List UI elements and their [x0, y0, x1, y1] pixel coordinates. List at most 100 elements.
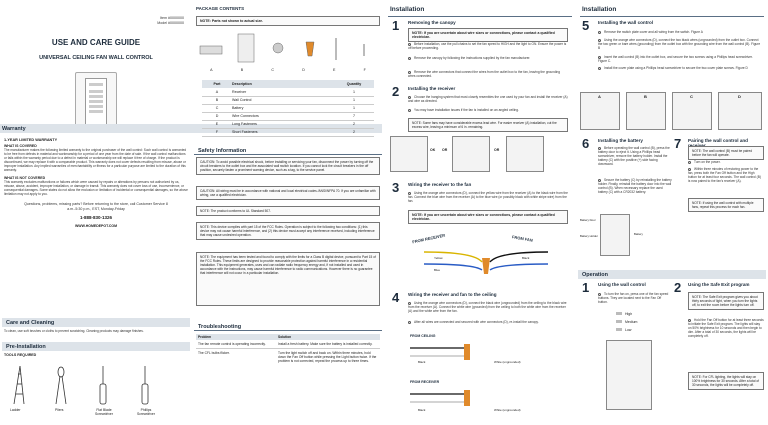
from-ceiling-label: FROM CEILING [410, 334, 436, 338]
speed-low[interactable]: Low [616, 326, 666, 334]
phillips-screwdriver-icon [141, 366, 149, 405]
wiring-diagram-fan: FROM RECEIVER FROM FAN Yellow Blue Black [404, 222, 568, 280]
warranty-heading: 1-YEAR LIMITED WARRANTY [4, 138, 58, 142]
op1-bullet-1: To turn the fan on, press one of the fan… [598, 292, 669, 304]
hanging-option-2 [452, 136, 490, 172]
step-title: Removing the canopy [408, 20, 456, 25]
step1-bullet-1: Before installation, use the pull chains… [408, 42, 567, 50]
col-description: Description [232, 82, 252, 86]
tool-label-pliers: Pliers [55, 408, 64, 412]
step3-bullet-1: Using the orange wire connectors (D), co… [408, 191, 568, 203]
step7-bullet-1: Turn on the power. [688, 160, 764, 164]
wiring-diagram-ceiling: FROM CEILING FROM RECEIVER Black White (… [404, 332, 568, 420]
troubleshooting-bar: Troubleshooting [194, 322, 382, 331]
guide-subtitle: UNIVERSAL CEILING FAN WALL CONTROL [39, 55, 153, 61]
step-number: 6 [582, 136, 590, 151]
part-letter: F [363, 68, 366, 72]
table-row: The CFL bulbs flicker.Turn the light swi… [198, 351, 377, 364]
col-problem: Problem [198, 335, 212, 339]
battery-diagram: Battery Door Battery Holder Battery [580, 212, 668, 258]
step5-bullet-1: Remove the switch plate cover and all wi… [598, 30, 762, 34]
speed-medium[interactable]: Medium [616, 318, 666, 326]
step2-bullet-1: Choose the hanging system that most clos… [408, 95, 568, 103]
label-battery: Battery [634, 232, 643, 236]
step-number: 3 [392, 180, 400, 195]
hanging-option-1 [390, 136, 428, 172]
wire-connector-icon [305, 41, 315, 57]
model-number: Model #0000000 [157, 21, 184, 25]
step-title: Wiring the receiver to the fan [408, 182, 472, 187]
tool-label-ladder: Ladder [10, 408, 21, 412]
installation-panel-2: Installation 5 Installing the wall contr… [576, 0, 768, 423]
figure-a: A [580, 92, 620, 130]
installation-header: Installation [388, 4, 572, 17]
wire-label-white: White (ungrounded) [494, 360, 521, 364]
tools-row: Ladder Pliers Flat Blade Screwdriver Phi… [4, 362, 188, 420]
step6-bullet-1: Before operating the wall control (B), p… [598, 146, 670, 166]
not-covered-heading: WHAT IS NOT COVERED [4, 175, 46, 180]
covered-text: The manufacturer makes the following lim… [4, 148, 187, 173]
item-number: Item #0000000 [160, 16, 184, 20]
questions-text: Questions, problems, missing parts? Befo… [24, 201, 168, 211]
safety-bar: Safety Information [194, 146, 382, 155]
cover-panel: Item #0000000 Model #0000000 USE AND CAR… [0, 0, 382, 423]
receiver-icon [199, 45, 223, 55]
ladder-icon [13, 365, 25, 405]
step-number: 7 [674, 136, 682, 151]
website[interactable]: WWW.HOMEDEPOT.COM [75, 224, 117, 229]
parts-illustration [199, 33, 365, 63]
from-receiver-label: FROM RECEIVER [410, 380, 440, 384]
package-note: NOTE: Parts not shown to actual size. [196, 16, 380, 26]
step-title: Installing the battery [598, 138, 643, 143]
wire-label-black: Black [418, 408, 426, 412]
hanging-systems-diagram: OK OR OR [390, 134, 570, 174]
safety-note-ul: NOTE: The product conforms to UL Standar… [196, 206, 380, 216]
step4-bullet-1: Using the orange wire connectors (D), co… [408, 301, 567, 313]
wire-illustration [423, 251, 549, 274]
safety-note-classb: NOTE: The equipment has been tested and … [196, 252, 380, 306]
step-title: Installing the wall control [598, 20, 654, 25]
ok-label: OK [430, 148, 436, 152]
col-solution: Solution [278, 335, 292, 339]
step5-bullet-4: Install the cover plate using a Phillips… [598, 66, 762, 70]
step-number: 5 [582, 18, 590, 33]
figure-c: C [672, 92, 712, 130]
op2-note: NOTE: The Safe Exit program gives you ab… [688, 292, 764, 310]
wall-control-image [75, 72, 117, 130]
step5-bullet-3: Insert the wall control (B) into the out… [598, 55, 753, 63]
wire-label-white: White (ungrounded) [494, 408, 521, 412]
safety-caution-1: CAUTION: To avoid possible electrical sh… [196, 157, 380, 175]
guide-title: USE AND CARE GUIDE [51, 38, 141, 47]
step-title: Wiring the receiver and fan to the ceili… [408, 292, 497, 297]
phone-number: 1-888-830-1326 [79, 215, 113, 221]
step5-figures: A B C D [580, 88, 764, 132]
part-letter: D [302, 68, 305, 72]
parts-images: A B C D E F [196, 30, 380, 76]
step1-bullet-3: Remove the wire connectors that connect … [408, 70, 561, 78]
part-letter: C [271, 68, 274, 72]
step4-bullet-2: After all wires are connected and secure… [408, 320, 568, 324]
tools-heading: TOOLS REQUIRED [4, 353, 37, 357]
step-title: Using the wall control [598, 282, 646, 287]
speed-high[interactable]: High [616, 310, 666, 318]
step6-bullet-2: Secure the battery (C) by reinstalling t… [598, 178, 672, 194]
step-number: 4 [392, 290, 400, 305]
warranty-bar: Warranty [0, 124, 382, 133]
step3-note: NOTE: If you are uncertain about wire si… [408, 210, 568, 224]
part-letter: E [333, 68, 336, 72]
safety-note-fcc: NOTE: This device complies with part 15 … [196, 222, 380, 240]
step1-note: NOTE: If you are uncertain about wire si… [408, 28, 568, 42]
safety-caution-2: CAUTION: All wiring must be in accordanc… [196, 186, 380, 200]
figure-b: B [626, 92, 666, 130]
step-number: 2 [674, 280, 682, 295]
or-label: OR [442, 148, 448, 152]
wall-control-icon [237, 33, 255, 63]
tool-label-phillips: Phillips Screwdriver [137, 408, 155, 416]
